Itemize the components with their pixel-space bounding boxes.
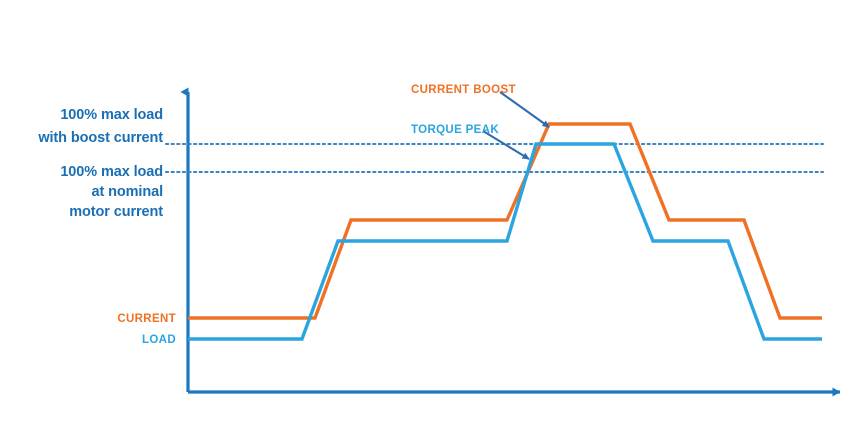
series-line-current (188, 122, 822, 320)
series-line-load (188, 142, 822, 341)
legend-label-current: CURRENT (117, 313, 176, 325)
upper-threshold-label-line1: 100% max load (60, 107, 163, 123)
callout-labels: CURRENT BOOST TORQUE PEAK (411, 84, 516, 136)
lower-threshold-label-line3: motor current (69, 204, 163, 220)
legend-label-load: LOAD (142, 334, 176, 346)
reference-lines (164, 142, 825, 174)
series-group (188, 122, 822, 341)
axes (180, 87, 841, 397)
torque-peak-label: TORQUE PEAK (411, 124, 499, 136)
lower-threshold-label-line2: at nominal (91, 184, 163, 200)
torque-peak-arrow (482, 130, 530, 160)
current-boost-arrow (499, 91, 550, 128)
lower-threshold-label-line1: 100% max load (60, 164, 163, 180)
upper-threshold-label-line2: with boost current (37, 130, 163, 146)
current-boost-label: CURRENT BOOST (411, 84, 516, 96)
legend: CURRENT LOAD (117, 313, 176, 346)
axis-value-labels: 100% max load with boost current 100% ma… (37, 107, 163, 220)
callout-arrows (482, 91, 550, 160)
